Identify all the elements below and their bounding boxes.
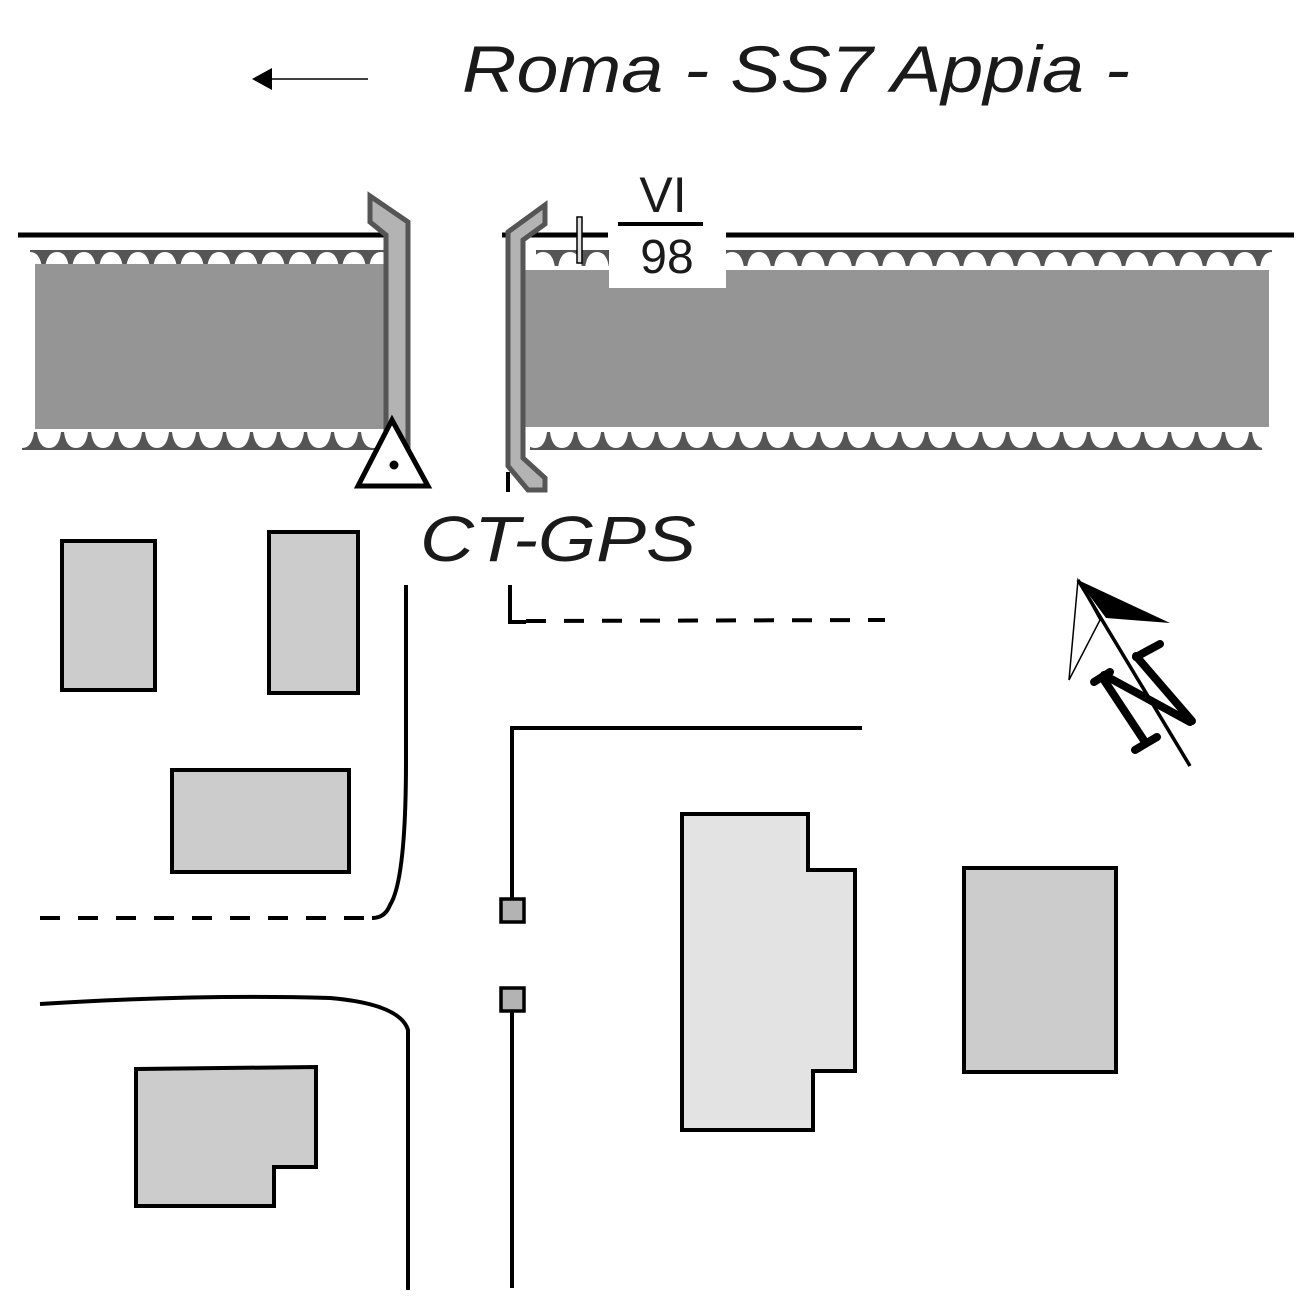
road-marker-top: VI <box>639 167 686 223</box>
north-letter-icon <box>1090 640 1196 754</box>
map-title: Roma - SS7 Appia - <box>462 32 1130 106</box>
road-marker-bottom: 98 <box>640 231 693 284</box>
building <box>60 539 157 692</box>
street-east-edge <box>506 472 886 1288</box>
station-point-icon <box>389 460 399 470</box>
building <box>267 530 360 695</box>
gate-post-north <box>499 897 526 924</box>
road-marker: VI 98 <box>576 167 726 288</box>
gps-station-marker <box>353 414 433 489</box>
building <box>170 768 351 874</box>
bridge-parapet-right <box>505 200 548 493</box>
direction-arrow-left-icon <box>252 68 368 90</box>
large-building <box>680 812 857 1132</box>
road-ss7-left <box>18 232 390 452</box>
building <box>134 1064 318 1208</box>
north-arrow-icon <box>1068 577 1196 767</box>
building <box>962 866 1118 1074</box>
station-label: CT-GPS <box>420 503 696 575</box>
gate-post-south <box>499 986 526 1013</box>
street-west-edge <box>39 585 410 1290</box>
